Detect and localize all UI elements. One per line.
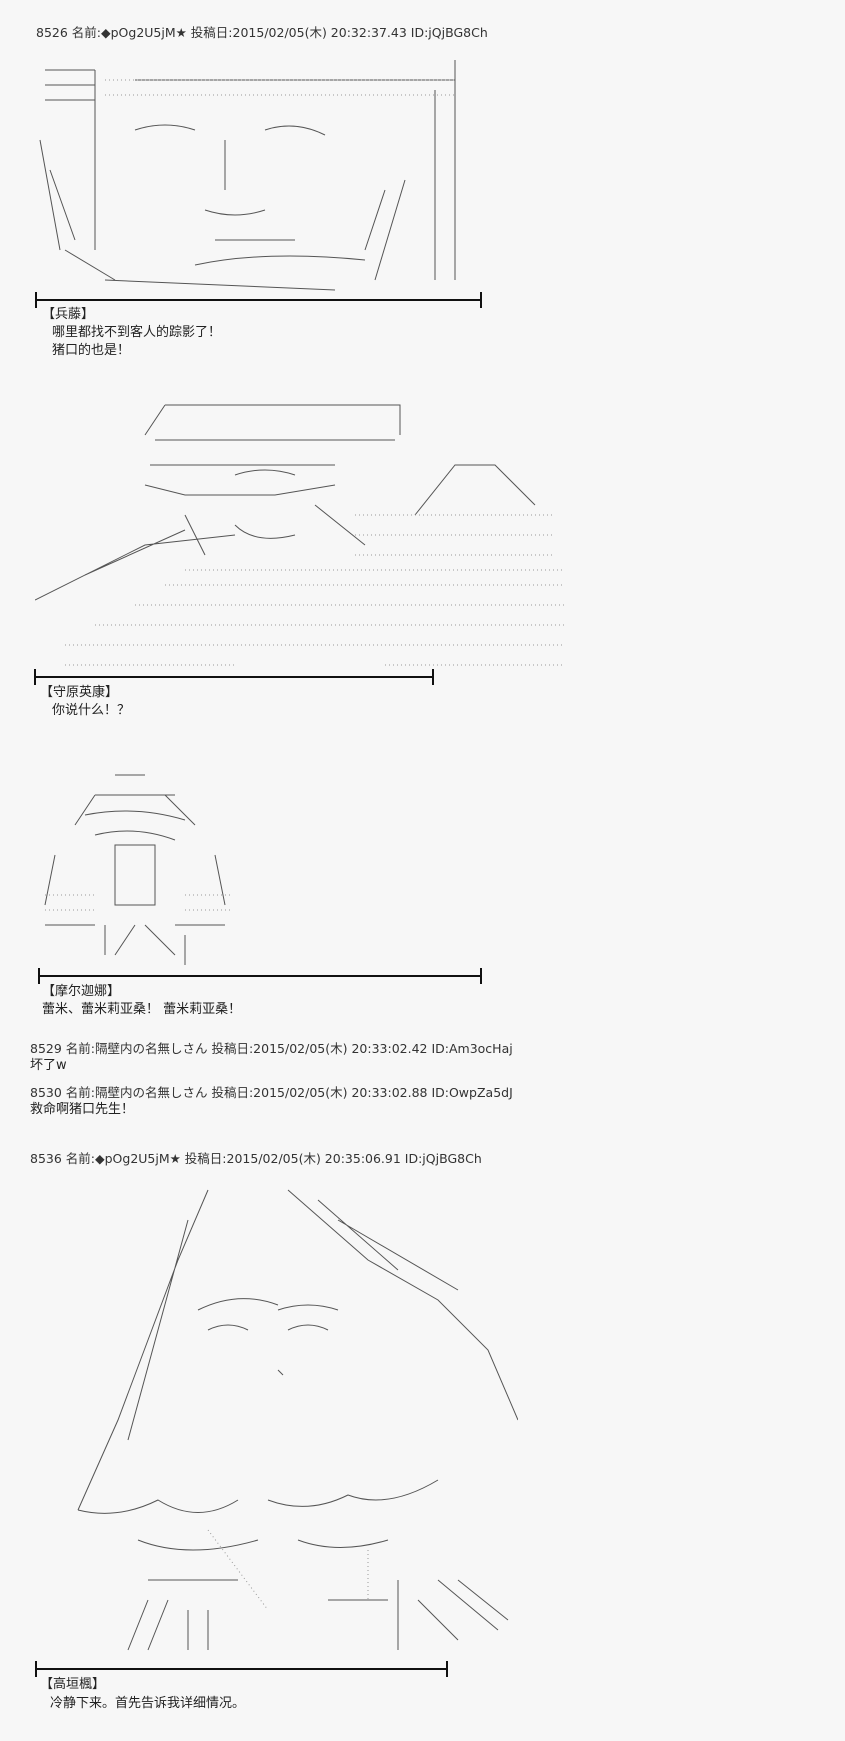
ascii-art-face xyxy=(39,60,456,291)
divider xyxy=(35,292,482,308)
speaker-name: 【守原英康】 xyxy=(40,685,119,700)
post-header: 8530 名前:隔壁内の名無しさん 投稿日:2015/02/05(木) 20:3… xyxy=(30,1085,513,1100)
post-body: 救命啊猪口先生！ xyxy=(30,1102,135,1117)
ascii-art-girl xyxy=(77,1189,518,1651)
dialogue-line: 蕾米、蕾米莉亚桑！ 蕾米莉亚桑！ xyxy=(42,1002,242,1017)
speaker-name: 【兵藤】 xyxy=(42,307,95,322)
post-header: 8526 名前:◆pOg2U5jM★ 投稿日:2015/02/05(木) 20:… xyxy=(36,25,488,40)
dialogue-line: 猪口的也是！ xyxy=(52,343,131,358)
ascii-art-officer xyxy=(35,404,565,666)
dialogue-line: 哪里都找不到客人的踪影了！ xyxy=(52,325,222,340)
speaker-name: 【高垣楓】 xyxy=(40,1677,106,1692)
post-header: 8536 名前:◆pOg2U5jM★ 投稿日:2015/02/05(木) 20:… xyxy=(30,1151,482,1166)
post-header: 8529 名前:隔壁内の名無しさん 投稿日:2015/02/05(木) 20:3… xyxy=(30,1041,513,1056)
divider xyxy=(38,968,482,984)
divider xyxy=(34,669,434,685)
dialogue-line: 你说什么！？ xyxy=(52,703,131,718)
speaker-name: 【摩尔迦娜】 xyxy=(42,984,121,999)
ascii-art-character xyxy=(44,774,230,965)
dialogue-line: 冷静下来。首先告诉我详细情况。 xyxy=(50,1696,246,1711)
post-body: 坏了w xyxy=(30,1058,67,1073)
divider xyxy=(35,1661,448,1677)
